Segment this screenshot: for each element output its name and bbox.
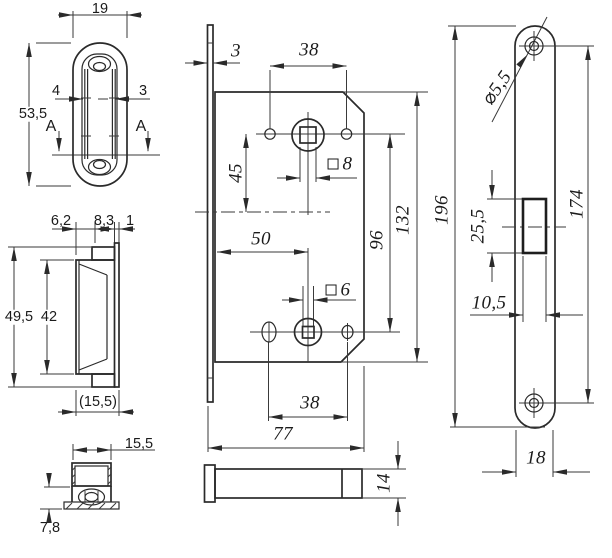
section-mark-a-left: A bbox=[45, 118, 57, 135]
dim-faceplate-thickness: 3 bbox=[231, 40, 241, 62]
section-mark-a-right: A bbox=[135, 118, 147, 135]
view-faceplate-linework bbox=[448, 16, 594, 477]
dim-latch-cutout-height: 25,5 bbox=[467, 208, 489, 244]
view-strike-bottom-linework bbox=[40, 444, 155, 523]
view-lock-side-linework bbox=[203, 441, 406, 526]
dim-outer-height: 49,5 bbox=[2, 308, 36, 325]
dim-hole-centers-distance: 96 bbox=[366, 230, 388, 250]
dim-strike-box-width: 15,5 bbox=[124, 435, 154, 452]
dim-strike-right-offset: 3 bbox=[138, 82, 148, 99]
dim-cup-depth: 6,2 bbox=[50, 212, 72, 229]
dim-body-width: 77 bbox=[273, 423, 293, 445]
dim-bottom-square-size: 6 bbox=[325, 281, 351, 300]
dim-cup-height: 42 bbox=[38, 308, 60, 325]
dim-bottom-hole-spacing: 38 bbox=[300, 392, 320, 414]
square-symbol-icon bbox=[327, 158, 339, 170]
dim-inner-depth: 8,3 bbox=[93, 212, 115, 229]
dim-plate-thickness: 1 bbox=[125, 212, 135, 229]
dim-top-hole-spacing: 38 bbox=[299, 39, 319, 61]
view-lock-front-linework bbox=[185, 24, 428, 452]
view-strike-section-linework bbox=[8, 222, 135, 416]
dim-strike-left-offset: 4 bbox=[51, 82, 61, 99]
dim-latch-cutout-width: 10,5 bbox=[471, 292, 507, 314]
square-symbol-icon bbox=[325, 284, 337, 296]
dim-spindle-to-center: 45 bbox=[225, 163, 247, 183]
dim-faceplate-height: 196 bbox=[431, 195, 453, 225]
dim-strike-width: 19 bbox=[91, 0, 109, 17]
view-strike-front-linework bbox=[26, 11, 160, 187]
dim-top-square-size: 8 bbox=[327, 155, 353, 174]
dim-strike-box-height: 7,8 bbox=[39, 519, 61, 536]
dim-screw-spacing: 174 bbox=[566, 189, 588, 219]
dim-body-thickness: 14 bbox=[373, 473, 395, 493]
dim-faceplate-width: 18 bbox=[526, 447, 546, 469]
dim-overall-depth-ref: (15,5) bbox=[79, 393, 117, 410]
dim-body-height: 132 bbox=[392, 205, 414, 235]
dim-backset: 50 bbox=[251, 228, 271, 250]
dim-strike-height: 53,5 bbox=[16, 105, 50, 122]
